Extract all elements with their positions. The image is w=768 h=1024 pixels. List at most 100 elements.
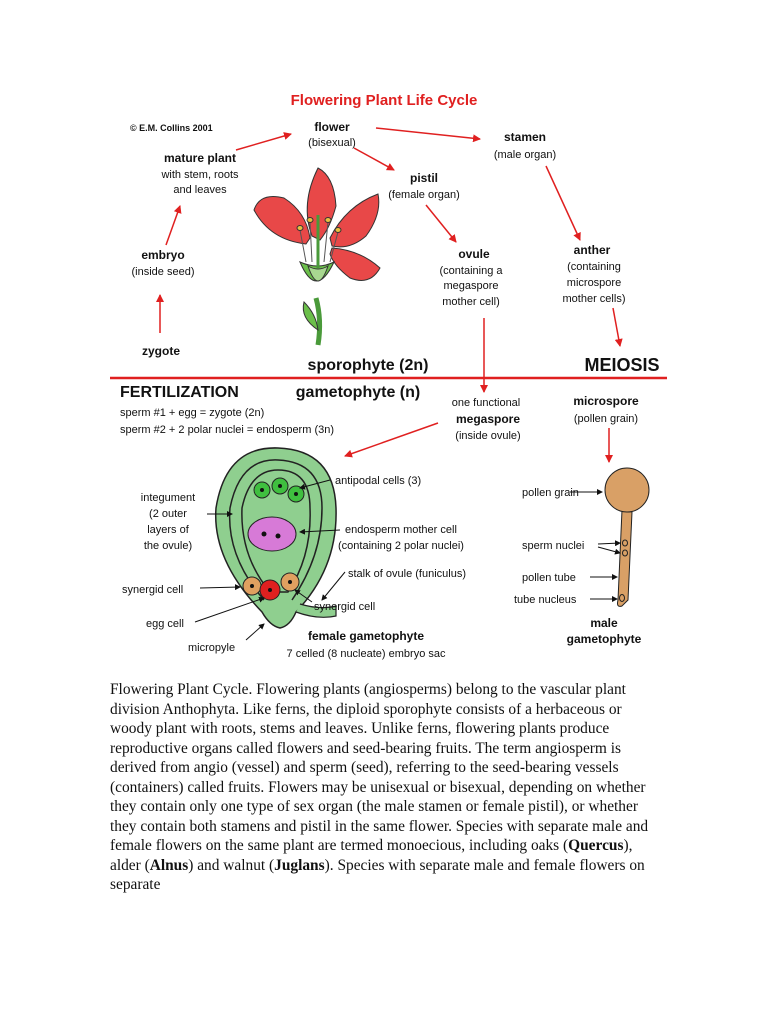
integument-label-2: (2 outer <box>149 508 187 520</box>
arrow-megaspore-to-fertilization <box>344 422 439 458</box>
caption-genus-quercus: Quercus <box>568 837 624 854</box>
caption-paragraph: Flowering Plant Cycle. Flowering plants … <box>110 680 662 895</box>
diagram-title: Flowering Plant Life Cycle <box>291 92 478 109</box>
antipodal-nucleus-3 <box>294 492 298 496</box>
microspore-label: microspore <box>573 394 639 408</box>
sperm1-equation: sperm #1 + egg = zygote (2n) <box>120 407 264 419</box>
arrow-pistil-to-ovule <box>425 204 457 243</box>
egg-cell-label: egg cell <box>146 618 184 630</box>
anther-sub1: (containing <box>567 261 621 273</box>
inside-ovule-label: (inside ovule) <box>455 430 520 442</box>
zygote-label: zygote <box>142 344 180 358</box>
pollen-tube-label: pollen tube <box>522 572 576 584</box>
pistil-label: pistil <box>410 171 438 185</box>
ovule-sub1: (containing a <box>440 265 504 277</box>
pollen-grain-body <box>604 467 650 513</box>
ovule-integument-inner <box>228 459 323 601</box>
flower-stamen-4 <box>329 231 339 263</box>
anther-sub3: mother cells) <box>563 293 626 305</box>
copyright-text: © E.M. Collins 2001 <box>130 123 213 133</box>
caption-text-3: ) and walnut ( <box>188 856 275 874</box>
flower-petal-lower-right <box>329 247 381 281</box>
leader-sperm-nuclei-2 <box>597 546 621 555</box>
ovule-sub2: megaspore <box>443 280 498 292</box>
pollen-grain-sub-label: (pollen grain) <box>574 413 638 425</box>
flower-petal-right <box>329 193 380 248</box>
arrow-anther-to-meiosis <box>612 307 623 347</box>
meiosis-label: MEIOSIS <box>584 355 659 375</box>
synergid-nucleus-right <box>288 580 292 584</box>
micropyle-label: micropyle <box>188 642 235 654</box>
integument-label-4: the ovule) <box>144 540 192 552</box>
embryo-label: embryo <box>141 248 184 262</box>
synergid-right-label: synergid cell <box>314 601 375 613</box>
megaspore-label: megaspore <box>456 412 520 426</box>
flower-illustration <box>253 167 381 346</box>
caption-text-1: Flowering Plant Cycle. Flowering plants … <box>110 681 649 854</box>
arrow-stamen-to-anther <box>545 165 581 241</box>
mature-plant-sub1: with stem, roots <box>160 169 239 181</box>
synergid-left-label: synergid cell <box>122 584 183 596</box>
flower-anther-2 <box>306 217 314 223</box>
pollen-illustration <box>604 467 650 607</box>
ovule-leader-lines <box>194 479 346 641</box>
tube-nucleus-label: tube nucleus <box>514 594 577 606</box>
synergid-nucleus-left <box>250 584 254 588</box>
flower-leaf <box>302 301 319 332</box>
arrow-flower-to-stamen <box>375 127 481 143</box>
ovule-label: ovule <box>458 247 490 261</box>
leader-synergid-left <box>199 584 241 591</box>
flower-stem <box>313 297 323 346</box>
flower-stamen-3 <box>323 221 329 263</box>
flower-anther-4 <box>334 227 342 233</box>
flower-petal-top <box>306 167 337 241</box>
anther-sub2: microspore <box>567 277 621 289</box>
caption-text-4: ). Species with separate male and female… <box>110 856 645 894</box>
sperm-nucleus-2 <box>622 549 628 557</box>
endosperm-label-2: (containing 2 polar nuclei) <box>338 540 464 552</box>
stamen-label: stamen <box>504 130 546 144</box>
leader-endosperm <box>299 528 341 535</box>
mature-plant-sub2: and leaves <box>173 184 227 196</box>
leader-stalk <box>321 571 346 601</box>
leader-synergid-right <box>294 589 313 603</box>
male-gametophyte-label: gametophyte <box>567 632 642 646</box>
antipodal-nucleus-1 <box>260 488 264 492</box>
pollen-tube <box>617 509 633 607</box>
caption-text-2: ), alder ( <box>110 837 633 874</box>
sperm-nucleus-1 <box>622 539 628 547</box>
leader-sperm-nuclei-1 <box>597 540 621 547</box>
stamen-sub-label: (male organ) <box>494 149 556 161</box>
ovule-funiculus <box>295 603 337 618</box>
antipodal-nucleus-2 <box>278 484 282 488</box>
leader-egg-cell <box>194 596 265 623</box>
sperm2-equation: sperm #2 + 2 polar nuclei = endosperm (3… <box>120 424 334 436</box>
pistil-sub-label: (female organ) <box>388 189 460 201</box>
flower-anther-1 <box>296 225 304 231</box>
polar-nucleus-1 <box>261 531 267 537</box>
egg-nucleus <box>268 588 272 592</box>
leader-micropyle <box>245 623 265 641</box>
endosperm-label-1: endosperm mother cell <box>345 524 457 536</box>
flower-stamen-1 <box>299 229 307 263</box>
flower-anther-3 <box>324 217 332 223</box>
antipodal-label: antipodal cells (3) <box>335 475 421 487</box>
fertilization-label: FERTILIZATION <box>120 384 239 401</box>
mature-plant-label: mature plant <box>164 151 236 165</box>
sperm-nuclei-label: sperm nuclei <box>522 540 584 552</box>
cycle-arrows <box>156 127 623 463</box>
arrow-embryo-to-mature <box>165 205 182 246</box>
arrow-flower-to-pistil <box>353 147 395 171</box>
flower-stamen-2 <box>309 221 313 263</box>
flower-label: flower <box>314 120 350 134</box>
male-label: male <box>590 616 618 630</box>
gametophyte-label: gametophyte (n) <box>296 384 420 401</box>
caption-genus-alnus: Alnus <box>149 856 189 874</box>
embryo-sac-label: 7 celled (8 nucleate) embryo sac <box>287 648 446 660</box>
ovule-illustration <box>214 447 337 629</box>
endosperm-mother-cell <box>247 516 297 552</box>
sporophyte-label: sporophyte (2n) <box>308 357 429 374</box>
flower-petal-left <box>253 196 311 245</box>
tube-nucleus <box>619 594 625 602</box>
